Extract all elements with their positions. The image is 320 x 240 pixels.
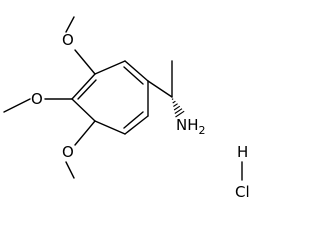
bond bbox=[65, 161, 75, 179]
bond bbox=[65, 16, 75, 33]
chemical-structure: O O O NH2 H Cl bbox=[3, 16, 250, 201]
hydrochloride: H Cl bbox=[235, 143, 250, 201]
ring-bond bbox=[94, 60, 126, 75]
ring-bond bbox=[124, 60, 149, 82]
ring-double-bond bbox=[77, 79, 97, 100]
bond bbox=[74, 120, 96, 146]
bond bbox=[147, 80, 173, 98]
oxygen-label: O bbox=[31, 90, 43, 108]
hashed-wedge bbox=[171, 98, 185, 118]
benzene-ring bbox=[71, 60, 149, 135]
bond bbox=[74, 49, 96, 75]
ring-double-bond bbox=[123, 66, 144, 85]
oxygen-label: O bbox=[62, 31, 74, 49]
bond bbox=[3, 98, 31, 113]
hydrogen-label: H bbox=[237, 143, 248, 161]
methoxy-bottom: O bbox=[62, 120, 96, 179]
chlorine-label: Cl bbox=[235, 183, 250, 201]
ring-bond bbox=[94, 120, 126, 135]
ring-bond bbox=[124, 115, 149, 135]
methoxy-left: O bbox=[3, 90, 73, 113]
ring-bond bbox=[71, 98, 96, 122]
methoxy-top: O bbox=[62, 16, 96, 75]
ring-bond bbox=[71, 73, 96, 100]
ethylamine-chain: NH2 bbox=[147, 60, 206, 137]
oxygen-label: O bbox=[62, 143, 74, 161]
amine-label: NH2 bbox=[176, 116, 206, 137]
ring-double-bond bbox=[123, 111, 144, 129]
